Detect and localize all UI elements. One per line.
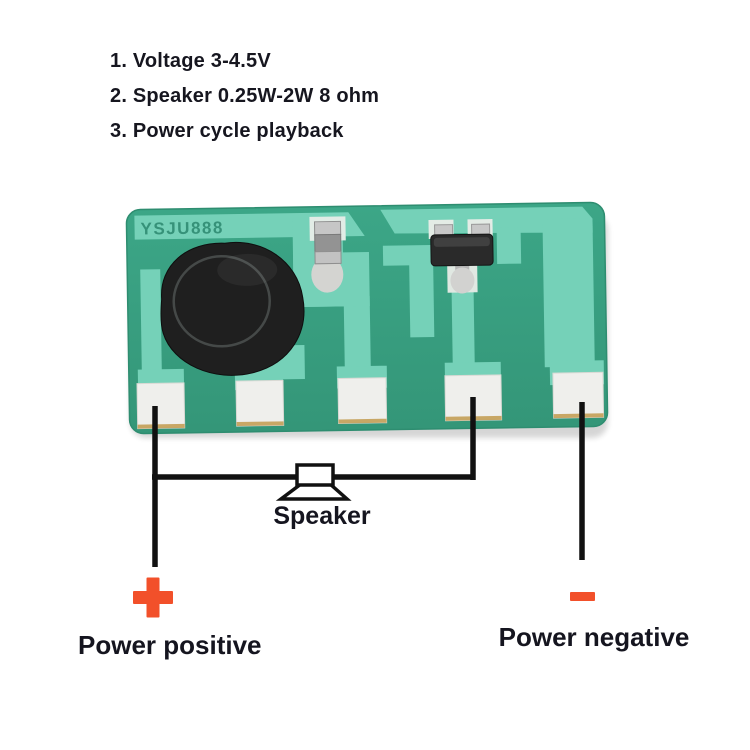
- trace-transistor-leg: [409, 262, 435, 338]
- solder-pad-3: [337, 377, 388, 424]
- transistor-body-highlight: [433, 237, 490, 247]
- spec-line-speaker: 2. Speaker 0.25W-2W 8 ohm: [110, 85, 380, 107]
- smd-resistor: [309, 216, 346, 293]
- solder-pad-1: [136, 382, 186, 430]
- sot23-transistor: [428, 219, 494, 294]
- blob-bond-ring: [172, 255, 271, 348]
- speaker-driver: [295, 463, 335, 487]
- trace-left-strip: [140, 269, 162, 374]
- cob-chip-blob: [160, 241, 305, 376]
- power-positive-label: Power positive: [78, 630, 262, 660]
- trace-pad3-stem: [343, 295, 371, 371]
- solder-pad-5: [552, 371, 605, 419]
- resistor-solder-blob: [311, 256, 344, 293]
- resistor-cap-top: [313, 220, 342, 236]
- trace-transistor-arm: [382, 244, 432, 266]
- speaker-label: Speaker: [273, 502, 371, 530]
- blob-body: [160, 241, 305, 376]
- spec-list: 1. Voltage 3-4.5V 2. Speaker 0.25W-2W 8 …: [110, 44, 379, 149]
- resistor-cap-bottom: [314, 250, 342, 265]
- power-negative-label: Power negative: [498, 622, 690, 652]
- trace-right-tab: [496, 227, 522, 264]
- polarity-symbols: [133, 577, 595, 618]
- speaker-icon: [275, 463, 352, 501]
- spec-line-voltage: 1. Voltage 3-4.5V: [110, 50, 271, 72]
- resistor-body: [314, 233, 342, 255]
- transistor-solder-blob: [450, 267, 475, 294]
- solder-pad-2: [235, 379, 285, 427]
- plus-icon: [133, 577, 173, 618]
- blob-highlight: [217, 253, 278, 286]
- spec-line-playback: 3. Power cycle playback: [110, 120, 344, 142]
- solder-pads: [136, 371, 605, 430]
- board-marking-text: YSJU888: [140, 218, 224, 238]
- trace-right-band: [542, 218, 595, 368]
- pcb-module: YSJU888: [125, 201, 609, 435]
- minus-icon: [570, 592, 595, 601]
